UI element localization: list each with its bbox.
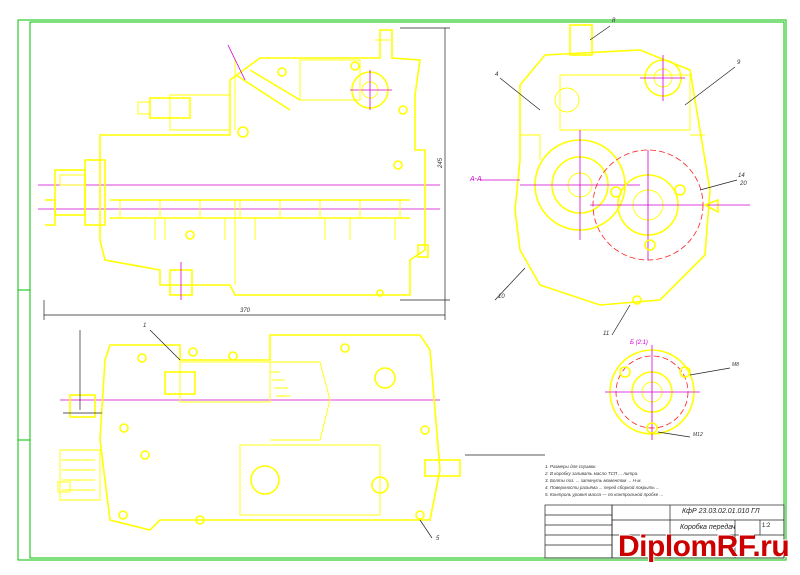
technical-notes: 1. Размеры для справок. 2. В коробку зал…: [545, 463, 705, 498]
note-2: 2. В коробку заливать масло ТСП ... литр…: [545, 471, 639, 476]
note-1: 1. Размеры для справок.: [545, 464, 597, 469]
note-4: 4. Поверхности разъёма ... перед сборкой…: [545, 485, 660, 490]
width-dimension: 370: [240, 308, 251, 314]
end-view: [480, 24, 750, 336]
callout-5: 5: [436, 536, 440, 542]
title-block: [544, 504, 785, 559]
note-5: 5. Контроль уровня масла — по контрольно…: [545, 492, 664, 497]
thread-label: М12: [693, 432, 703, 438]
side-view: [38, 27, 450, 320]
watermark: DiplomRF.ru: [618, 530, 790, 563]
detail-view: [605, 345, 731, 440]
callout-11: 11: [603, 331, 610, 337]
height-dimension: 245: [438, 157, 445, 169]
title-name: Коробка передач: [680, 524, 736, 531]
callout-14: 14: [738, 173, 745, 179]
note-3: 3. Болты поз. ... затянуть моментом ... …: [545, 478, 642, 483]
title-code: КфР 23.03.02.01.010 ГЛ: [682, 508, 760, 515]
plan-view: [57, 329, 545, 539]
callout-1: 1: [143, 323, 147, 329]
callout-9: 9: [737, 60, 741, 66]
sheet-scale: 1:2: [762, 523, 771, 529]
small-label: М8: [732, 362, 739, 368]
callout-20: 20: [740, 181, 747, 187]
callout-4: 4: [495, 72, 499, 78]
section-label: А-А: [470, 176, 482, 183]
view-label: Б (2:1): [630, 340, 648, 346]
callout-10: 10: [498, 294, 505, 300]
callout-8: 8: [612, 18, 616, 24]
